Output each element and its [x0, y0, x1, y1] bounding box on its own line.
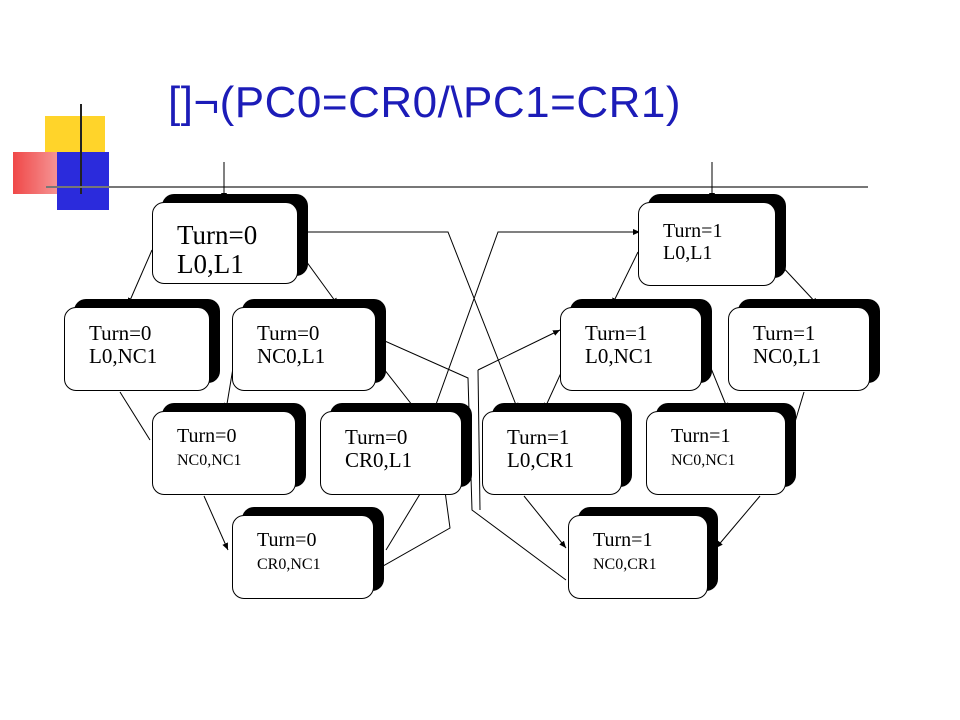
- node-turn-label: Turn=0: [257, 321, 320, 345]
- edge: [477, 329, 561, 371]
- node-turn-label: Turn=1: [593, 529, 653, 551]
- edge: [379, 363, 417, 411]
- node-turn-label: Turn=1: [671, 425, 731, 447]
- node-state-label: CR0,NC1: [257, 555, 321, 573]
- edge: [119, 391, 151, 441]
- state-node-turn0-cr0-l1: Turn=0 CR0,L1: [320, 403, 472, 495]
- state-node-turn1-nc0-cr1: Turn=1 NC0,CR1: [568, 507, 718, 599]
- node-state-label: NC0,L1: [257, 343, 326, 368]
- edge: [385, 493, 421, 551]
- state-node-turn1-l0-cr1: Turn=1 L0,CR1: [482, 403, 632, 495]
- edge: [127, 249, 153, 306]
- decor-vertical-line: [80, 104, 82, 194]
- node-state-label: L0,NC1: [89, 343, 158, 368]
- slide-title: []¬(PC0=CR0/\PC1=CR1): [168, 78, 682, 127]
- node-state-label: NC0,L1: [753, 343, 822, 368]
- state-node-turn0-nc0-nc1: Turn=0 NC0,NC1: [152, 403, 306, 495]
- state-node-turn0-l0-nc1: Turn=0 L0,NC1: [64, 299, 220, 391]
- node-state-label: L0,L1: [663, 241, 713, 264]
- node-state-label: NC0,NC1: [671, 451, 736, 469]
- node-state-label: L0,CR1: [507, 447, 575, 472]
- node-turn-label: Turn=0: [177, 220, 258, 250]
- node-state-label: L0,NC1: [585, 343, 654, 368]
- state-node-turn0-l0-l1: Turn=0 L0,L1: [152, 194, 308, 284]
- node-turn-label: Turn=0: [89, 321, 152, 345]
- node-turn-label: Turn=1: [663, 220, 723, 242]
- state-node-turn1-nc0-nc1: Turn=1 NC0,NC1: [646, 403, 796, 495]
- node-state-label: NC0,CR1: [593, 555, 657, 573]
- edge: [203, 495, 229, 551]
- node-turn-label: Turn=1: [753, 321, 816, 345]
- node-turn-label: Turn=0: [177, 425, 237, 447]
- state-node-turn1-l0-nc1: Turn=1 L0,NC1: [560, 299, 712, 391]
- edge: [302, 231, 519, 411]
- edge: [523, 495, 567, 549]
- decor-blue-square: [57, 152, 109, 210]
- state-node-turn0-cr0-nc1: Turn=0 CR0,NC1: [232, 507, 384, 599]
- edge: [433, 229, 640, 411]
- node-turn-label: Turn=1: [585, 321, 648, 345]
- state-node-turn1-nc0-l1: Turn=1 NC0,L1: [728, 299, 880, 391]
- node-turn-label: Turn=1: [507, 425, 570, 449]
- decor-horizontal-rule: [46, 186, 868, 188]
- state-node-turn0-nc0-l1: Turn=0 NC0,L1: [232, 299, 386, 391]
- edge: [477, 369, 481, 511]
- node-turn-label: Turn=0: [257, 529, 317, 551]
- node-state-label: NC0,NC1: [177, 451, 242, 469]
- node-state-label: L0,L1: [177, 249, 244, 280]
- state-node-turn1-l0-l1: Turn=1 L0,L1: [638, 194, 786, 286]
- node-state-label: CR0,L1: [345, 447, 413, 472]
- edge: [715, 495, 761, 549]
- edge: [611, 251, 639, 306]
- node-turn-label: Turn=0: [345, 425, 408, 449]
